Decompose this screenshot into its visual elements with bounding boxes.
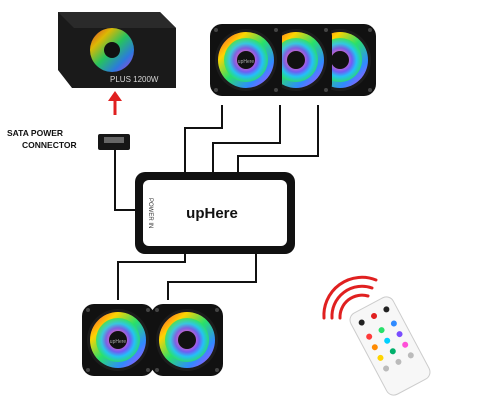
fan-bottom-2 — [151, 304, 223, 376]
controller-hub: upHere POWER IN — [135, 172, 295, 254]
up-arrow-icon — [108, 91, 122, 115]
cable-fan-top-3 — [237, 105, 319, 174]
cable-sata-to-hub — [114, 150, 138, 211]
cable-fan-top-2 — [212, 105, 281, 174]
cable-fan-bottom-1 — [117, 250, 186, 300]
power-supply: PLUS 1200W — [58, 12, 176, 88]
sata-connector — [98, 134, 130, 150]
cable-fan-bottom-2 — [167, 250, 257, 300]
remote-control — [349, 296, 431, 396]
fan-bottom-1: upHere — [82, 304, 154, 376]
signal-icon — [322, 275, 378, 320]
sata-label-line1: SATA POWER — [7, 128, 63, 138]
fan-top-1: upHere — [210, 24, 282, 96]
hub-power-in-label: POWER IN — [147, 198, 153, 228]
psu-model-text: PLUS 1200W — [110, 75, 159, 84]
fan-hub-label: upHere — [238, 59, 255, 65]
cable-fan-top-1 — [184, 105, 223, 174]
cables — [114, 105, 319, 300]
fan-hub-label-bottom: upHere — [110, 339, 127, 345]
hub-brand: upHere — [186, 205, 238, 222]
sata-label-line2: CONNECTOR — [22, 140, 77, 150]
